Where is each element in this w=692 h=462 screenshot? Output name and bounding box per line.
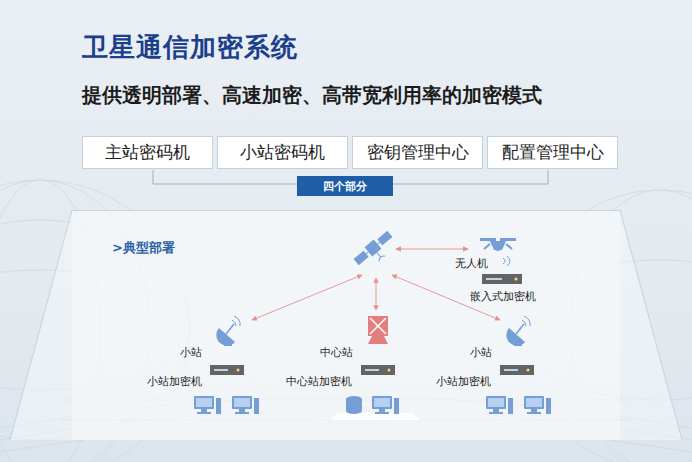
node-text: 主站密码机 <box>105 141 190 164</box>
node-text: 密钥管理中心 <box>367 141 469 164</box>
group-tag: 四个部分 <box>297 176 393 196</box>
part-box: 小站密码机 <box>217 136 348 169</box>
main-title: 卫星通信加密系统 <box>82 30 298 65</box>
part-box: 密钥管理中心 <box>352 136 483 169</box>
node-text: 小站密码机 <box>240 141 325 164</box>
part-box: 配置管理中心 <box>487 136 618 169</box>
node-text: >典型部署 <box>112 239 175 257</box>
deployment-panel: >典型部署 <box>72 210 620 440</box>
device-label: 嵌入式加密机 <box>470 289 536 304</box>
device-label: 小站加密机 <box>147 374 202 389</box>
device-label: 中心站加密机 <box>286 374 352 389</box>
device-label: 小站加密机 <box>436 374 491 389</box>
node-text: 四个部分 <box>323 179 367 194</box>
part-box: 主站密码机 <box>82 136 213 169</box>
subtitle: 提供透明部署、高速加密、高带宽利用率的加密模式 <box>82 82 542 109</box>
room-floor <box>10 210 682 440</box>
station-label: 小站 <box>470 345 492 360</box>
station-label: 中心站 <box>320 345 353 360</box>
station-label: 小站 <box>180 345 202 360</box>
node-text: 配置管理中心 <box>502 141 604 164</box>
device-label: 无人机 <box>455 256 488 271</box>
